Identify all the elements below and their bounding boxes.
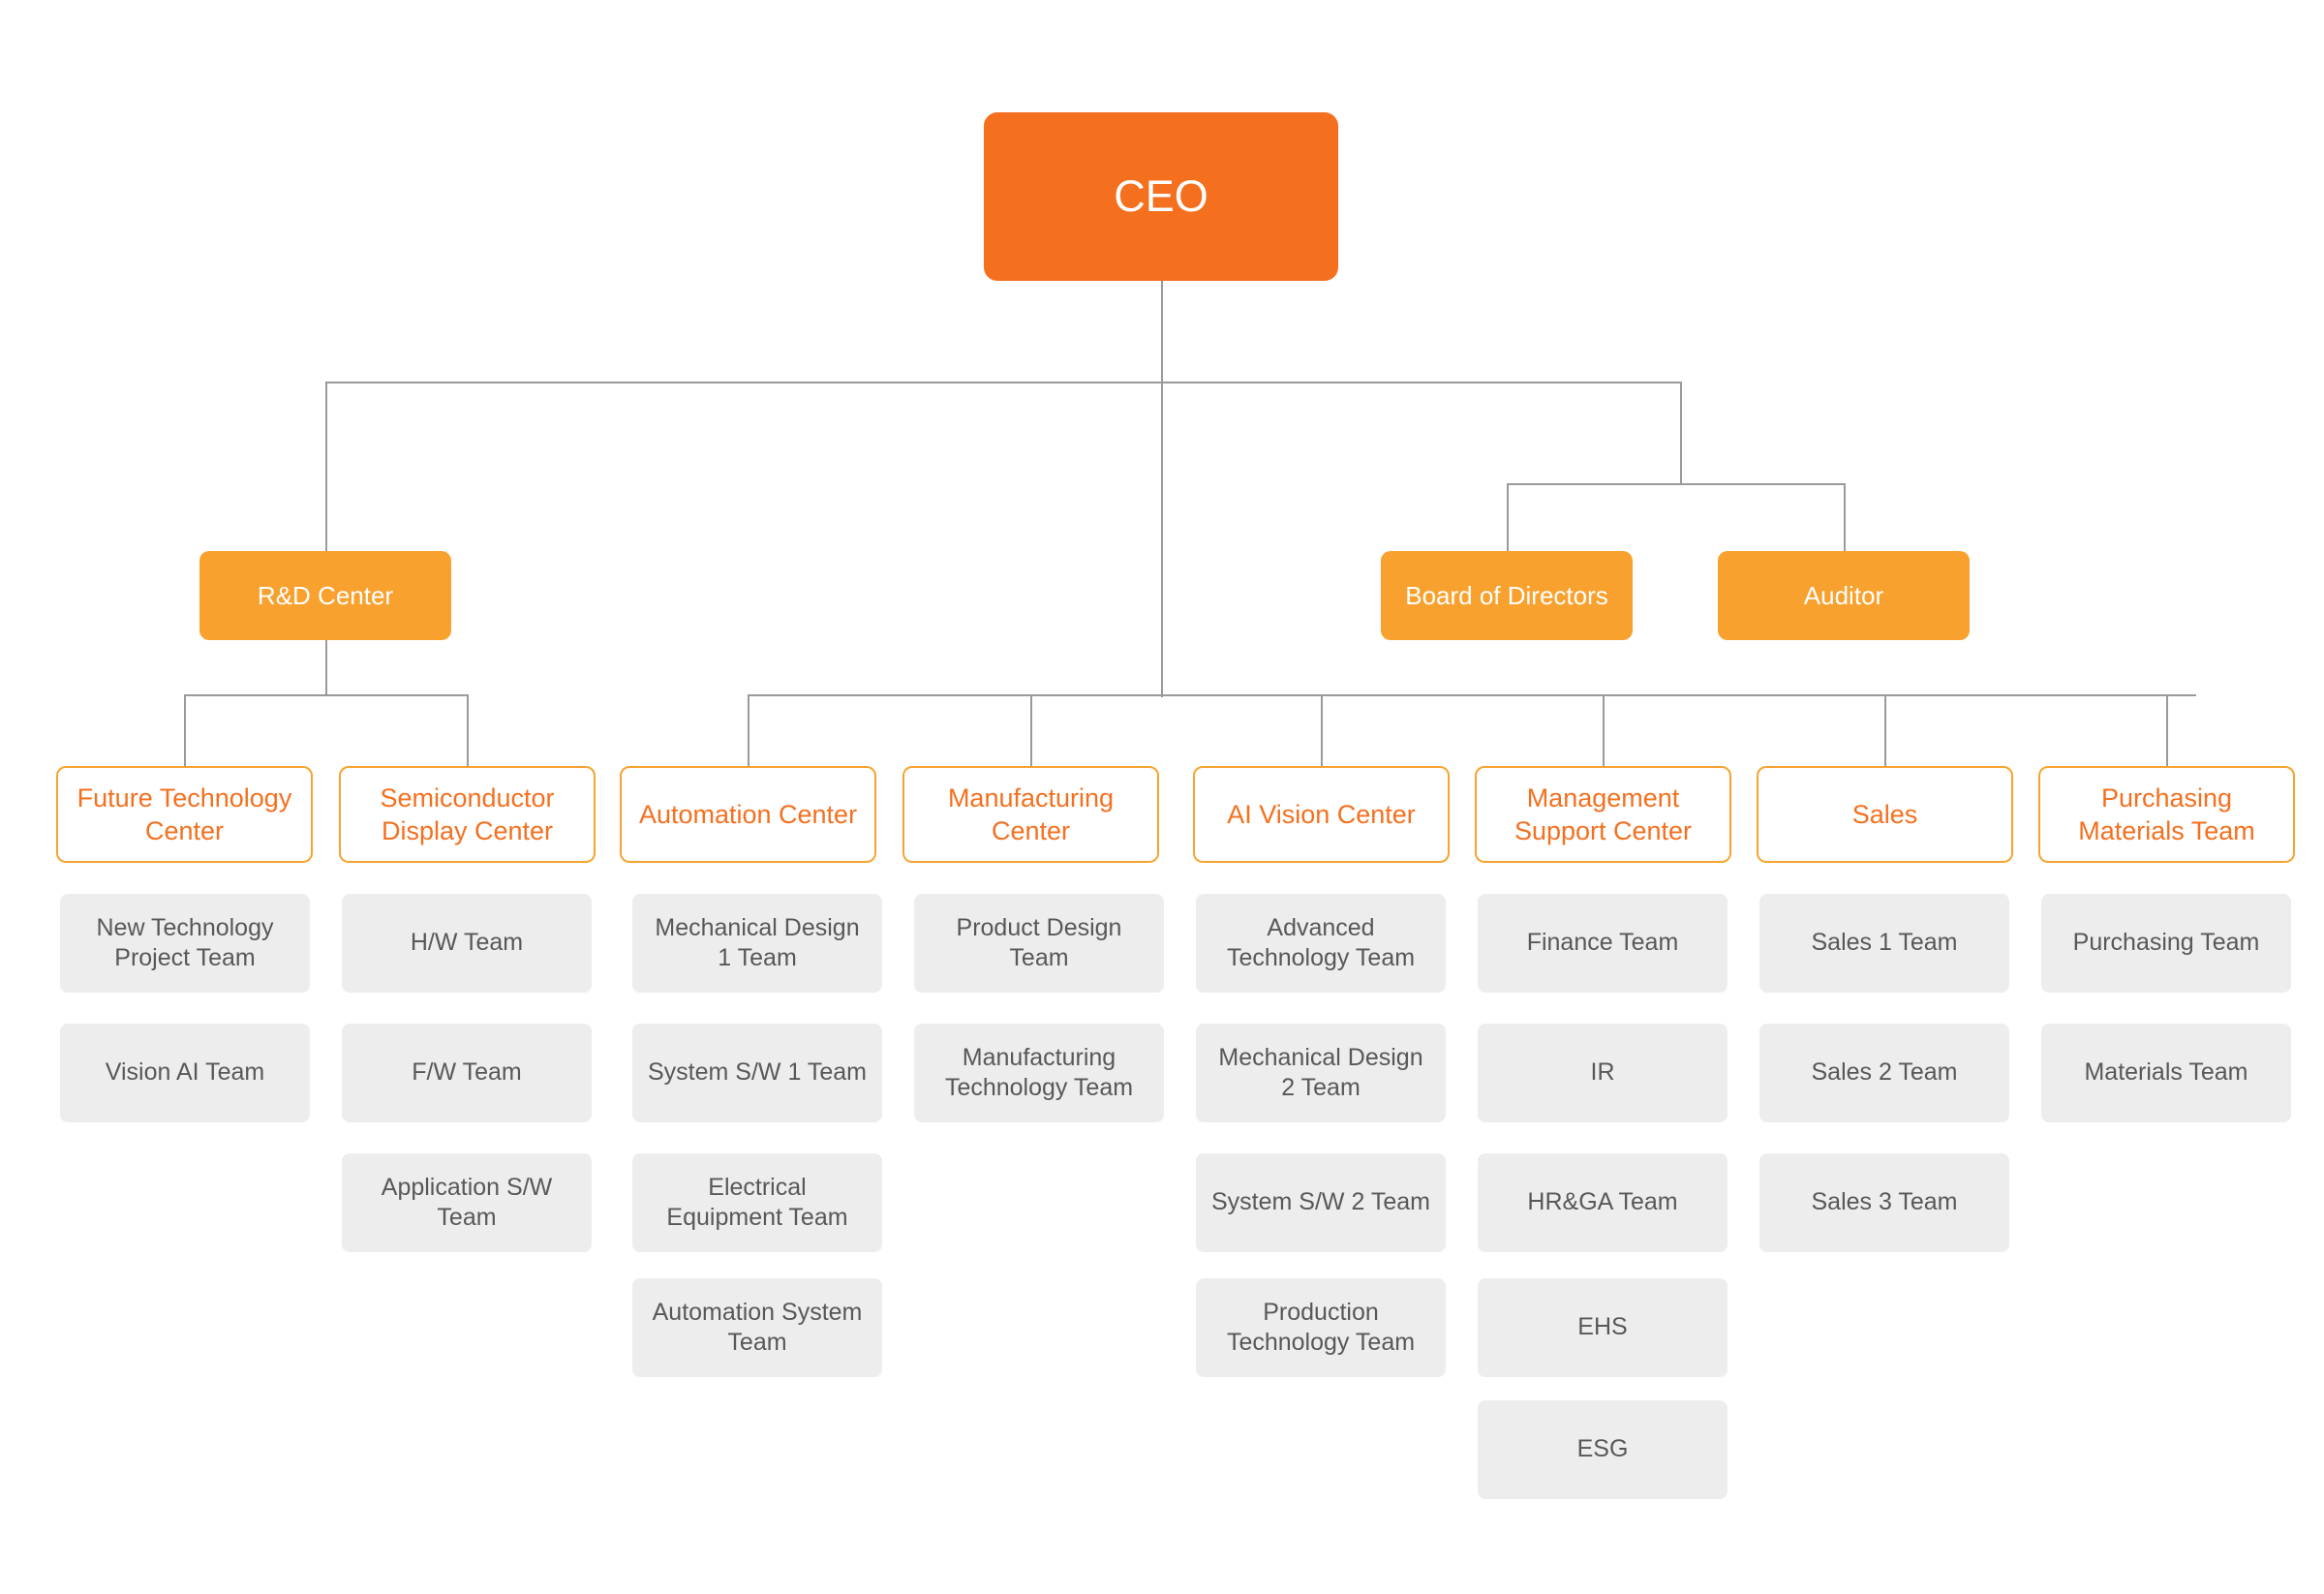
connector-centers-bar [748, 694, 2196, 696]
node-sales[interactable]: Sales [1757, 766, 2013, 863]
connector-to-automation-center [748, 694, 749, 766]
node-manufacturing-center-label: Manufacturing Center [947, 782, 1115, 845]
team-chip[interactable]: ESG [1478, 1400, 1728, 1499]
team-chip-label: Mechanical Design 2 Team [1218, 1043, 1423, 1102]
connector-rd-center-stem [325, 639, 327, 695]
node-management-support-center-label: Management Support Center [1514, 782, 1693, 845]
connector-to-sales [1884, 694, 1886, 766]
team-chip[interactable]: Manufacturing Technology Team [914, 1024, 1164, 1122]
team-chip-label: Materials Team [2084, 1058, 2248, 1087]
team-chip[interactable]: System S/W 2 Team [1196, 1153, 1446, 1252]
team-chip-label: Sales 1 Team [1811, 929, 1958, 957]
node-ceo[interactable]: CEO [984, 112, 1338, 281]
node-purchasing-materials-team-label: Purchasing Materials Team [2078, 782, 2255, 845]
node-management-support-center[interactable]: Management Support Center [1475, 766, 1731, 863]
node-sales-label: Sales [1851, 799, 1918, 829]
team-chip[interactable]: EHS [1478, 1278, 1728, 1377]
connector-level2-bar [325, 382, 1681, 383]
team-chip[interactable]: New Technology Project Team [60, 894, 310, 993]
team-chip-label: New Technology Project Team [96, 913, 274, 972]
node-board-of-directors[interactable]: Board of Directors [1381, 551, 1633, 640]
team-chip-label: Vision AI Team [105, 1058, 265, 1087]
node-ai-vision-center-label: AI Vision Center [1227, 799, 1416, 829]
team-chip[interactable]: Mechanical Design 2 Team [1196, 1024, 1446, 1122]
team-chip-label: Finance Team [1526, 929, 1679, 957]
team-chip-label: H/W Team [410, 929, 524, 957]
node-automation-center[interactable]: Automation Center [620, 766, 876, 863]
node-semiconductor-display-center[interactable]: Semiconductor Display Center [339, 766, 596, 863]
team-chip[interactable]: Sales 1 Team [1759, 894, 2009, 993]
connector-to-manufacturing-center [1030, 694, 1032, 766]
team-chip-label: System S/W 2 Team [1211, 1188, 1430, 1216]
connector-board-auditor-bar [1507, 483, 1846, 485]
team-chip-label: Automation System Team [652, 1298, 863, 1357]
team-chip[interactable]: Sales 3 Team [1759, 1153, 2009, 1252]
connector-to-management-support-center [1603, 694, 1605, 766]
node-board-of-directors-label: Board of Directors [1405, 580, 1608, 610]
team-chip[interactable]: Product Design Team [914, 894, 1164, 993]
team-chip-label: Sales 2 Team [1811, 1058, 1958, 1087]
connector-to-purchasing-materials-team [2166, 694, 2168, 766]
team-chip-label: Purchasing Team [2072, 929, 2260, 957]
node-auditor[interactable]: Auditor [1718, 551, 1970, 640]
team-chip-label: Sales 3 Team [1811, 1188, 1958, 1216]
team-chip[interactable]: Automation System Team [632, 1278, 882, 1377]
node-semiconductor-display-center-label: Semiconductor Display Center [380, 782, 555, 845]
team-chip-label: Manufacturing Technology Team [944, 1043, 1134, 1102]
node-future-technology-center-label: Future Technology Center [76, 782, 292, 845]
node-automation-center-label: Automation Center [638, 799, 858, 829]
team-chip-label: Product Design Team [956, 913, 1122, 972]
team-chip-label: ESG [1576, 1435, 1629, 1463]
team-chip-label: IR [1590, 1058, 1615, 1087]
team-chip[interactable]: Materials Team [2041, 1024, 2291, 1122]
connector-to-board-of-directors [1507, 483, 1509, 552]
node-ai-vision-center[interactable]: AI Vision Center [1193, 766, 1450, 863]
node-rd-center-label: R&D Center [257, 580, 394, 610]
team-chip-label: Advanced Technology Team [1226, 913, 1416, 972]
team-chip[interactable]: Vision AI Team [60, 1024, 310, 1122]
team-chip-label: HR&GA Team [1527, 1188, 1678, 1216]
node-future-technology-center[interactable]: Future Technology Center [56, 766, 313, 863]
team-chip[interactable]: System S/W 1 Team [632, 1024, 882, 1122]
node-manufacturing-center[interactable]: Manufacturing Center [902, 766, 1159, 863]
team-chip[interactable]: Production Technology Team [1196, 1278, 1446, 1377]
team-chip-label: Application S/W Team [381, 1173, 553, 1232]
team-chip[interactable]: Finance Team [1478, 894, 1728, 993]
team-chip[interactable]: Advanced Technology Team [1196, 894, 1446, 993]
team-chip[interactable]: HR&GA Team [1478, 1153, 1728, 1252]
team-chip[interactable]: IR [1478, 1024, 1728, 1122]
connector-to-ai-vision-center [1321, 694, 1323, 766]
node-ceo-label: CEO [1114, 170, 1208, 221]
team-chip[interactable]: F/W Team [342, 1024, 592, 1122]
connector-to-semiconductor-display-center [467, 694, 469, 766]
connector-right-branch [1680, 382, 1682, 484]
node-auditor-label: Auditor [1803, 580, 1884, 610]
connector-ceo-trunk [1161, 281, 1163, 697]
team-chip[interactable]: Electrical Equipment Team [632, 1153, 882, 1252]
team-chip-label: Electrical Equipment Team [666, 1173, 848, 1232]
team-chip[interactable]: Mechanical Design 1 Team [632, 894, 882, 993]
node-purchasing-materials-team[interactable]: Purchasing Materials Team [2038, 766, 2295, 863]
team-chip-label: EHS [1577, 1313, 1628, 1341]
connector-to-rd-center [325, 382, 327, 552]
connector-to-auditor [1844, 483, 1846, 552]
team-chip-label: F/W Team [412, 1058, 522, 1087]
team-chip[interactable]: H/W Team [342, 894, 592, 993]
team-chip-label: System S/W 1 Team [648, 1058, 867, 1087]
team-chip-label: Production Technology Team [1226, 1298, 1416, 1357]
team-chip[interactable]: Purchasing Team [2041, 894, 2291, 993]
node-rd-center[interactable]: R&D Center [199, 551, 451, 640]
team-chip[interactable]: Application S/W Team [342, 1153, 592, 1252]
team-chip[interactable]: Sales 2 Team [1759, 1024, 2009, 1122]
connector-to-future-technology-center [184, 694, 186, 766]
team-chip-label: Mechanical Design 1 Team [655, 913, 860, 972]
connector-rd-children-bar [184, 694, 468, 696]
